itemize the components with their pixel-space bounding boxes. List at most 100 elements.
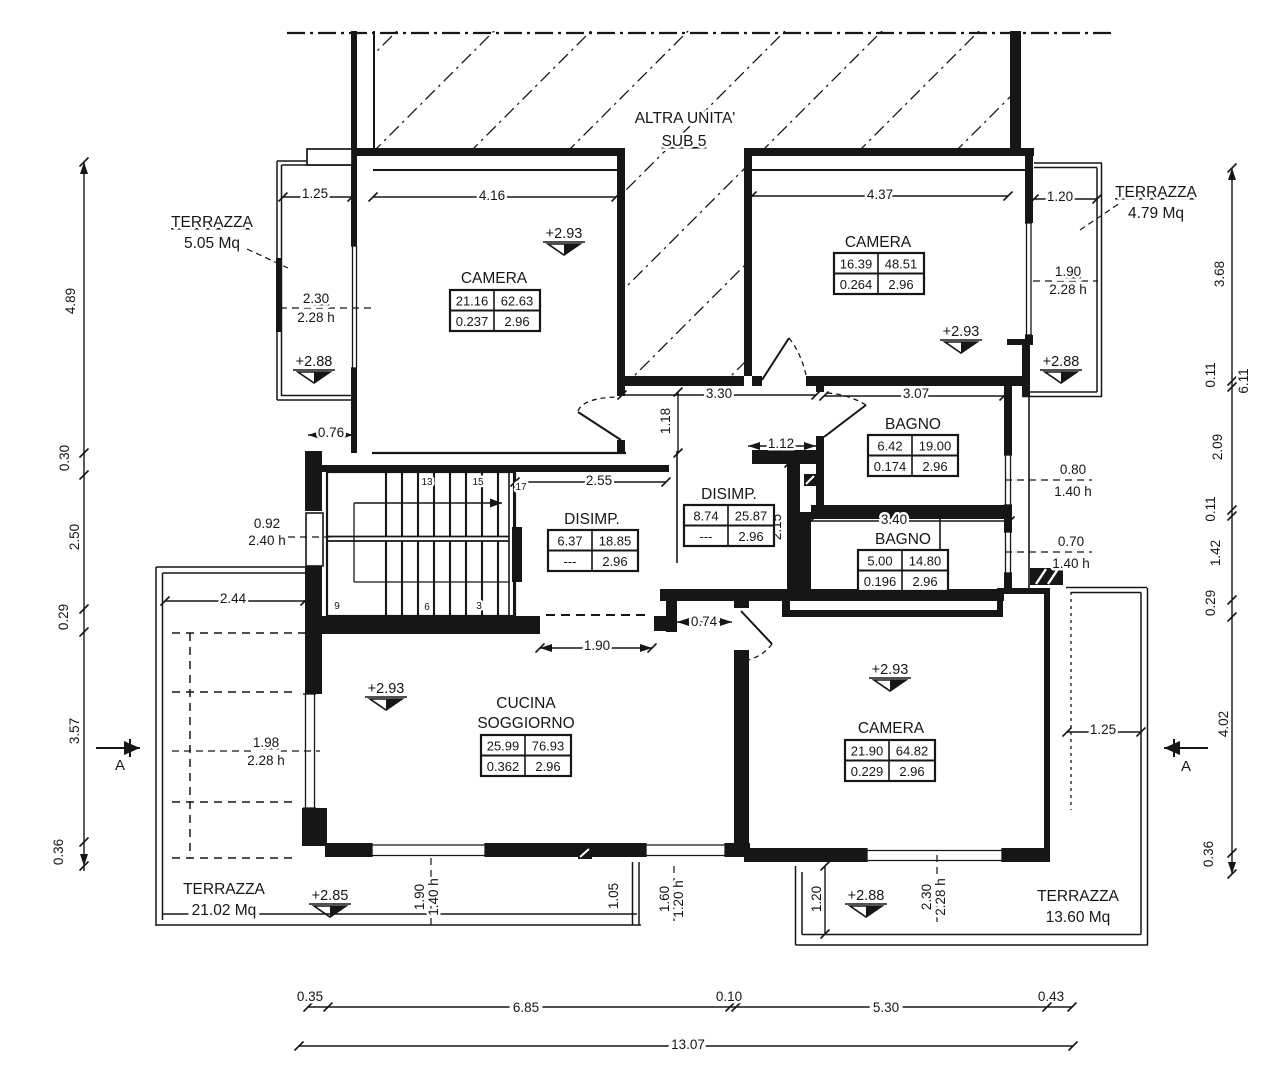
dimension-label: 6 — [424, 602, 430, 613]
dimension-label: 3.57 — [67, 718, 82, 744]
other-unit-label: ALTRA UNITA' SUB 5 — [632, 108, 738, 153]
dimension-tick — [818, 390, 830, 402]
dimension-arrowhead — [308, 431, 320, 439]
dimension-ticks — [78, 156, 1238, 1052]
dimension-tick — [1226, 594, 1238, 606]
dimension-label: 0.70 — [1058, 534, 1084, 549]
level-marker: +2.93 — [869, 660, 911, 692]
level-value: +2.85 — [312, 888, 349, 904]
dimension-label: 0.80 — [1060, 462, 1086, 477]
table-cell-value: 0.174 — [874, 459, 907, 474]
hatch-line — [0, 0, 147, 460]
table-cell-value: --- — [700, 529, 713, 544]
terrace-name: TERRAZZA — [1115, 184, 1197, 201]
dimension-tick — [805, 515, 817, 527]
dimension-arrowhead — [677, 618, 689, 626]
table-cell-value: 21.90 — [851, 744, 884, 759]
dimension-label: 1.98 — [253, 735, 279, 750]
level-triangle-fill — [386, 699, 402, 710]
dimension-label: 1.20 h — [671, 880, 686, 918]
terrace-area: 5.05 Mq — [184, 235, 240, 252]
level-triangle-fill — [961, 342, 977, 353]
dimension-label: 2.28 h — [297, 310, 335, 325]
dimension-tick — [1067, 1040, 1079, 1052]
dimension-label: 2.28 h — [1049, 282, 1087, 297]
dimension-tick — [293, 1040, 305, 1052]
table-cell-value: 76.93 — [532, 739, 565, 754]
table-cell-value: 6.37 — [557, 534, 582, 549]
line-element — [579, 848, 590, 858]
table-cell-value: 6.42 — [877, 439, 902, 454]
room-title: BAGNO — [875, 531, 931, 548]
level-value: +2.93 — [546, 226, 583, 242]
dimension-label: 1.42 — [1208, 540, 1223, 566]
dimension-label: 13 — [421, 477, 433, 488]
terrace-area: 21.02 Mq — [192, 902, 257, 919]
room-title: CUCINA — [496, 695, 556, 712]
path-element — [124, 741, 140, 755]
dimension-label: 2.28 h — [247, 753, 285, 768]
dimension-label: 1.60 — [657, 886, 672, 912]
dimension-label: 0.35 — [297, 989, 323, 1004]
level-triangle-fill — [1061, 372, 1077, 383]
dimension-label: 2.50 — [67, 524, 82, 550]
other-unit-line2: SUB 5 — [662, 133, 707, 150]
dimension-label: 0.36 — [51, 839, 66, 865]
room-title-2: SOGGIORNO — [477, 715, 574, 732]
dimension-label: 15 — [472, 477, 484, 488]
wall-inner-lines — [372, 31, 1030, 588]
table-cell-value: 14.80 — [909, 554, 942, 569]
dimension-tick — [1226, 381, 1238, 393]
symbols — [578, 474, 1063, 859]
dimension-label: 6.11 — [1236, 368, 1251, 393]
dimension-tick — [746, 190, 758, 202]
line-element — [1035, 568, 1047, 585]
rect-element — [325, 470, 517, 618]
dimension-tick — [610, 191, 622, 203]
doors — [305, 337, 867, 661]
level-marker: +2.85 — [309, 886, 351, 918]
hatch-line — [743, 31, 1010, 376]
dimension-arrowhead — [720, 618, 732, 626]
dimension-tick — [509, 476, 521, 488]
dimension-tick — [78, 626, 90, 638]
table-cell-value: 62.63 — [501, 294, 534, 309]
dimension-label: 1.40 h — [1054, 484, 1092, 499]
dimension-line — [1079, 202, 1121, 231]
dimension-label: 1.12 — [768, 436, 794, 451]
dimension-label: 1.05 — [606, 883, 621, 909]
terrace-name: TERRAZZA — [171, 214, 253, 231]
table-cell-value: 0.264 — [840, 277, 873, 292]
table-cell-value: 16.39 — [840, 257, 873, 272]
table-cell-value: 2.96 — [738, 529, 763, 544]
level-triangle-fill — [890, 680, 906, 691]
dimension-tick — [810, 389, 822, 401]
table-cell-value: 19.00 — [919, 439, 952, 454]
dimension-label: 0.92 — [254, 516, 280, 531]
level-value: +2.93 — [943, 324, 980, 340]
dimension-tick — [1226, 847, 1238, 859]
table-cell-value: 18.85 — [599, 534, 632, 549]
dimension-tick — [302, 1001, 314, 1013]
dimension-line — [246, 248, 289, 269]
dimension-tick — [1002, 190, 1014, 202]
level-value: +2.88 — [848, 888, 885, 904]
hatch-line — [374, 31, 827, 376]
dimension-tick — [672, 447, 684, 459]
dimension-label: 0.29 — [1203, 590, 1218, 616]
dimension-label: 3.40 — [881, 512, 907, 527]
windows — [303, 222, 1032, 862]
level-marker: +2.88 — [293, 352, 335, 384]
terrace-name: TERRAZZA — [183, 881, 265, 898]
dimension-tick — [672, 386, 684, 398]
dimension-tick — [1091, 193, 1103, 205]
level-markers: +2.93+2.93+2.88+2.88+2.93+2.93+2.85+2.88 — [293, 224, 1082, 918]
dimension-label: 9 — [334, 601, 340, 612]
dimension-tick — [783, 457, 795, 469]
